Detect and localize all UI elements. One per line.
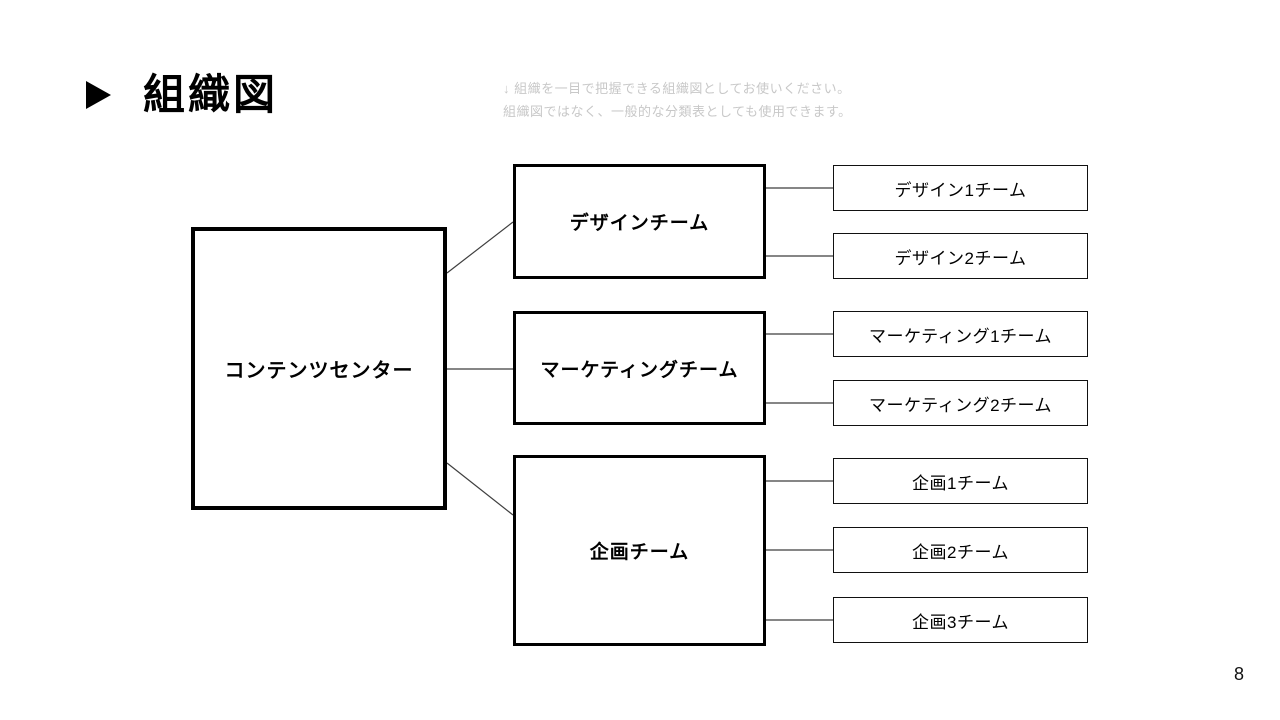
team-box-marketing-2: マーケティング2チーム: [833, 380, 1088, 426]
team-label-design-2: デザイン2チーム: [894, 248, 1027, 268]
team-box-planning-1: 企画1チーム: [833, 458, 1088, 504]
connector-root-planning: [446, 462, 514, 516]
team-box-planning-3: 企画3チーム: [833, 597, 1088, 643]
triangle-marker-icon: [86, 81, 111, 109]
team-label-design-1: デザイン1チーム: [894, 180, 1027, 200]
dept-box-marketing: マーケティングチーム: [513, 311, 766, 425]
team-label-marketing-1: マーケティング1チーム: [868, 326, 1053, 346]
slide-note: ↓ 組織を一目で把握できる組織図としてお使いください。 組織図ではなく、一般的な…: [503, 77, 852, 123]
team-label-planning-1: 企画1チーム: [912, 473, 1009, 493]
note-line-2: 組織図ではなく、一般的な分類表としても使用できます。: [503, 104, 852, 119]
dept-label-design: デザインチーム: [569, 213, 710, 234]
team-label-marketing-2: マーケティング2チーム: [868, 395, 1053, 415]
team-box-design-1: デザイン1チーム: [833, 165, 1088, 211]
page-title: 組織図: [143, 71, 279, 118]
page-number: 8: [1233, 664, 1244, 684]
team-label-planning-3: 企画3チーム: [912, 612, 1009, 632]
connector-root-design: [446, 221, 514, 274]
dept-box-planning: 企画チーム: [513, 455, 766, 646]
dept-label-planning: 企画チーム: [589, 542, 690, 563]
slide-header: 組織図: [86, 74, 278, 116]
org-root-box: コンテンツセンター: [191, 227, 447, 510]
team-box-planning-2: 企画2チーム: [833, 527, 1088, 573]
dept-label-marketing: マーケティングチーム: [540, 359, 739, 381]
team-label-planning-2: 企画2チーム: [912, 542, 1009, 562]
note-line-1: ↓ 組織を一目で把握できる組織図としてお使いください。: [503, 81, 851, 96]
team-box-design-2: デザイン2チーム: [833, 233, 1088, 279]
team-box-marketing-1: マーケティング1チーム: [833, 311, 1088, 357]
dept-box-design: デザインチーム: [513, 164, 766, 279]
org-root-label: コンテンツセンター: [224, 360, 414, 382]
